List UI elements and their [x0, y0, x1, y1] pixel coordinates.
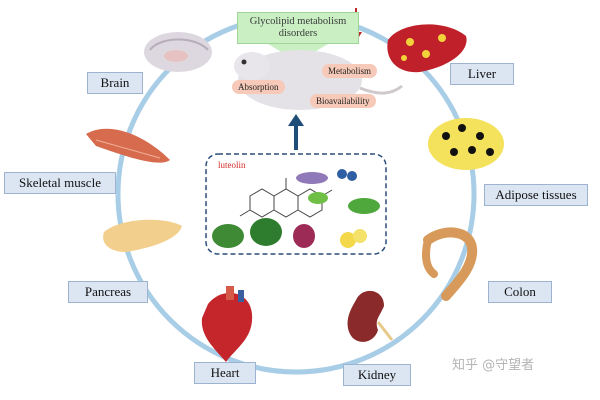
- top-banner: Glycolipid metabolism disorders: [237, 12, 359, 44]
- banner-line2: disorders: [278, 28, 318, 39]
- label-kidney: Kidney: [343, 364, 411, 386]
- label-skeletal-muscle: Skeletal muscle: [4, 172, 116, 194]
- colon-icon: [422, 227, 478, 301]
- tag-absorption: Absorption: [232, 80, 285, 94]
- tag-bioavailability: Bioavailability: [310, 94, 376, 108]
- brain-icon: [144, 32, 212, 72]
- pancreas-icon: [103, 219, 182, 252]
- tag-metabolism: Metabolism: [322, 64, 377, 78]
- banner-line1: Glycolipid metabolism: [249, 16, 347, 27]
- muscle-icon: [86, 128, 170, 163]
- label-heart: Heart: [194, 362, 256, 384]
- adipose-icon: [428, 118, 504, 170]
- label-liver: Liver: [450, 63, 514, 85]
- label-pancreas: Pancreas: [68, 281, 148, 303]
- heart-icon: [201, 286, 253, 362]
- label-adipose-tissues: Adipose tissues: [484, 184, 588, 206]
- label-colon: Colon: [488, 281, 552, 303]
- luteolin-label: luteolin: [218, 160, 246, 170]
- kidney-icon: [347, 290, 394, 342]
- label-brain: Brain: [87, 72, 143, 94]
- watermark: 知乎 @守望者: [452, 358, 535, 373]
- luteolin-structure-icon: [239, 178, 333, 218]
- up-arrow: [288, 114, 304, 150]
- liver-icon: [387, 24, 467, 73]
- vegetables-icon: [212, 169, 380, 248]
